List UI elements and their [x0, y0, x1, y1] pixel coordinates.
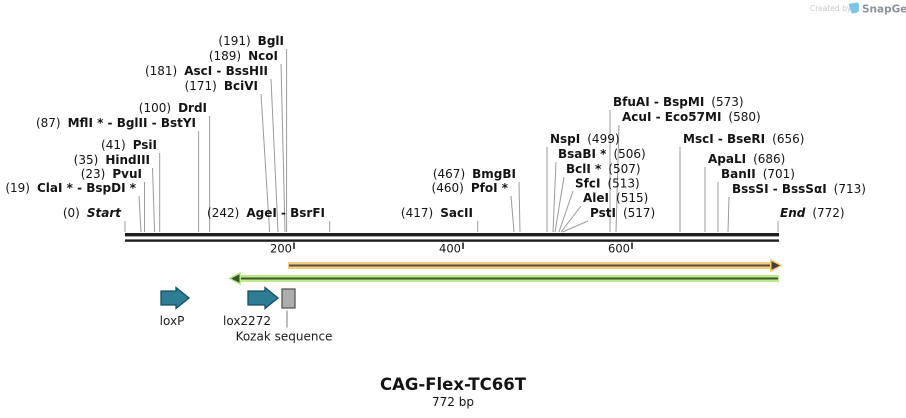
site-label-drdi[interactable]: (100)DrdI — [139, 101, 207, 115]
site-label-pvui[interactable]: (23)PvuI — [81, 167, 142, 181]
site-label-alei[interactable]: AleI(515) — [583, 191, 648, 205]
site-label-asci-bsshii[interactable]: (181)AscI - BssHII — [145, 64, 268, 78]
site-label-apali[interactable]: ApaLI(686) — [708, 152, 785, 166]
site-label-pfoi[interactable]: (460)PfoI * — [432, 181, 509, 195]
snapgene-branding: Created by SnapGene — [810, 2, 906, 16]
sequence-bar-top-line — [125, 233, 779, 237]
site-label-bcli[interactable]: BclI *(507) — [566, 162, 641, 176]
site-label-acui-eco57mi[interactable]: AcuI - Eco57MI(580) — [622, 110, 761, 124]
site-label-hindiii[interactable]: (35)HindIII — [74, 153, 150, 167]
site-label-bgli[interactable]: (191)BglI — [218, 34, 284, 48]
site-label-bsabi[interactable]: BsaBI *(506) — [558, 147, 646, 161]
tick-label-200: 200 — [270, 242, 292, 256]
ruler-ticks: 200 400 600 — [270, 242, 633, 256]
feature-label-kozak[interactable]: Kozak sequence — [236, 330, 333, 344]
sequence-bar-bottom-line — [125, 239, 779, 242]
tick-label-400: 400 — [439, 242, 461, 256]
map-title: CAG-Flex-TC66T — [380, 375, 527, 394]
site-label-bfuai-bspmi[interactable]: BfuAI - BspMI(573) — [613, 95, 744, 109]
feature-lox2272[interactable] — [247, 286, 280, 310]
snapgene-brand-label: SnapGene — [862, 4, 906, 16]
snapgene-logo-icon — [848, 2, 860, 14]
enzyme-site-labels-left: (191)BglI (189)NcoI (181)AscI - BssHII (… — [5, 34, 516, 220]
tick-label-600: 600 — [608, 242, 630, 256]
map-length-label: 772 bp — [432, 395, 474, 409]
site-label-clai-bspdi[interactable]: (19)ClaI * - BspDI * — [5, 181, 136, 195]
site-label-msci-bseri[interactable]: MscI - BseRI(656) — [683, 132, 804, 146]
sequence-bar — [125, 233, 779, 242]
created-by-label: Created by — [810, 4, 852, 13]
feature-loxp[interactable] — [160, 286, 191, 310]
site-label-banii[interactable]: BanII(701) — [721, 167, 795, 181]
reverse-strand-arrow[interactable] — [228, 271, 779, 286]
site-label-mfli-bglii-bstyi[interactable]: (87)MflI * - BglII - BstYI — [36, 116, 196, 130]
site-label-sfci[interactable]: SfcI(513) — [575, 177, 640, 191]
site-label-psti[interactable]: PstI(517) — [590, 206, 655, 220]
site-label-bsssi[interactable]: BssSI - BssSαI(713) — [732, 182, 866, 196]
forward-strand-arrow[interactable] — [288, 258, 783, 273]
site-label-agei-bsrfi[interactable]: (242)AgeI - BsrFI — [207, 206, 325, 220]
feature-kozak-sequence[interactable] — [281, 288, 296, 309]
site-label-ncoi[interactable]: (189)NcoI — [209, 49, 278, 63]
site-label-end[interactable]: End(772) — [780, 206, 845, 220]
feature-label-loxp[interactable]: loxP — [160, 314, 185, 328]
enzyme-site-labels-right: NspI(499) BsaBI *(506) BclI *(507) SfcI(… — [550, 95, 866, 220]
site-label-bcivi[interactable]: (171)BciVI — [185, 79, 258, 93]
site-label-nspi[interactable]: NspI(499) — [550, 132, 620, 146]
site-label-sacii[interactable]: (417)SacII — [401, 206, 473, 220]
site-label-start[interactable]: (0)Start — [63, 206, 122, 220]
site-label-psii[interactable]: (41)PsiI — [101, 138, 157, 152]
leader-lines — [124, 49, 779, 233]
site-label-bmgbi[interactable]: (467)BmgBI — [433, 167, 516, 181]
feature-label-lox2272[interactable]: lox2272 — [223, 314, 271, 328]
